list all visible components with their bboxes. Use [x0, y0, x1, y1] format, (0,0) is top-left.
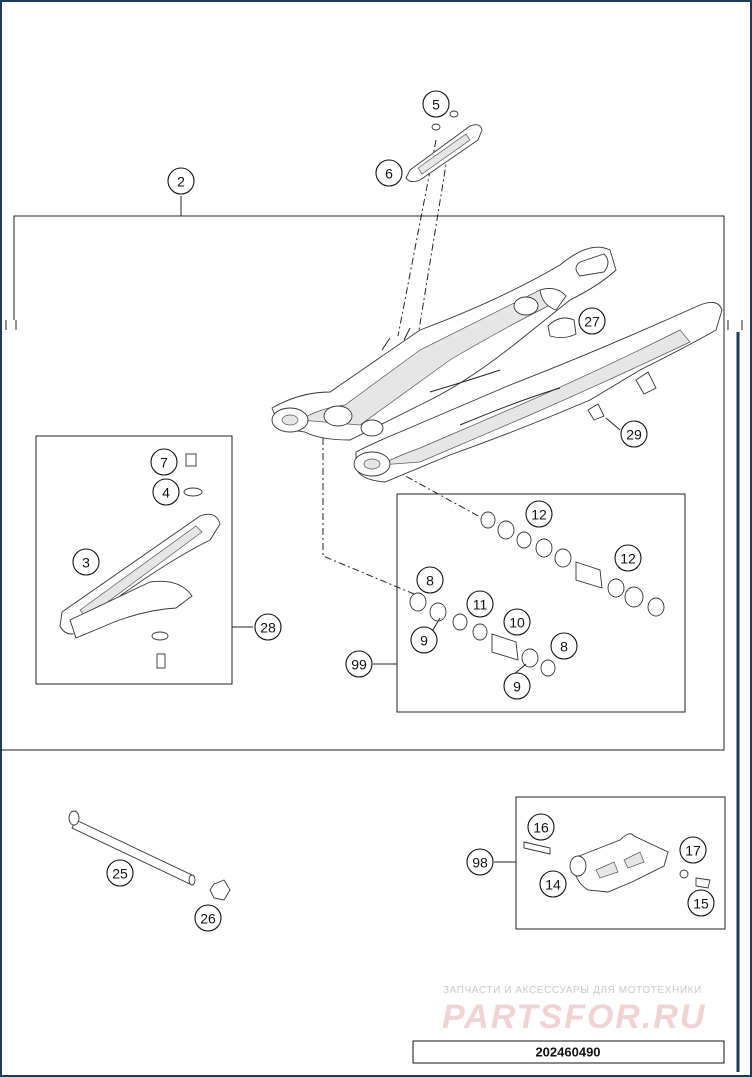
callout-label: 26	[200, 911, 216, 927]
callout-label: 29	[626, 427, 642, 443]
callout-c29: 29	[620, 420, 648, 448]
callout-c2: 2	[167, 167, 195, 195]
callout-c9b: 9	[503, 672, 531, 700]
callout-label: 8	[426, 573, 434, 589]
callout-c98: 98	[466, 848, 494, 876]
watermark-tagline: ЗАПЧАСТИ И АКСЕССУАРЫ ДЛЯ МОТОТЕХНИКИ	[443, 985, 702, 996]
callout-circle	[503, 608, 531, 636]
callout-label: 7	[160, 455, 168, 471]
callout-c26: 26	[194, 904, 222, 932]
callout-c16: 16	[527, 813, 555, 841]
callout-label: 98	[472, 855, 488, 871]
callout-c14: 14	[539, 870, 567, 898]
clamp	[547, 317, 577, 339]
chain-slider	[59, 453, 221, 669]
callout-label: 16	[533, 820, 549, 836]
callout-c5: 5	[422, 90, 450, 118]
callout-circle	[527, 813, 555, 841]
callout-label: 27	[584, 314, 600, 330]
bearing-parts	[409, 511, 665, 677]
callout-c15: 15	[687, 889, 715, 917]
callout-label: 10	[509, 615, 525, 631]
chain-slider-upper	[405, 110, 483, 183]
swingarm-pivot-bolt	[68, 810, 231, 901]
watermark-brand: PARTSFOR.RU	[442, 998, 706, 1036]
bearing-kit-box	[396, 493, 686, 713]
callout-circle	[550, 632, 578, 660]
callout-label: 15	[693, 896, 709, 912]
callout-label: 9	[420, 633, 428, 649]
callout-circle	[466, 848, 494, 876]
callout-label: 11	[473, 597, 488, 613]
chain-guide	[523, 833, 711, 893]
swingarm	[271, 246, 723, 483]
callout-label: 28	[260, 620, 276, 636]
callout-circle	[422, 90, 450, 118]
callout-c25: 25	[106, 859, 134, 887]
callout-label: 14	[545, 877, 561, 893]
callout-circle	[410, 626, 438, 654]
callout-c6: 6	[375, 159, 403, 187]
callout-c11: 11	[466, 590, 494, 618]
callout-circle	[503, 672, 531, 700]
part-number-box	[412, 1040, 725, 1064]
chain-slider-box	[35, 435, 233, 685]
callout-label: 4	[162, 485, 170, 501]
callout-label: 17	[685, 843, 701, 859]
callout-c8a: 8	[416, 566, 444, 594]
callout-circle	[578, 307, 606, 335]
callout-circle	[152, 478, 180, 506]
callout-circle	[194, 904, 222, 932]
callout-c3: 3	[72, 548, 100, 576]
callout-label: 6	[385, 166, 393, 182]
callout-c8b: 8	[550, 632, 578, 660]
callout-circle	[620, 420, 648, 448]
part-number: 202460490	[535, 1045, 600, 1060]
callout-circle	[539, 870, 567, 898]
callout-c27: 27	[578, 307, 606, 335]
callout-circle	[614, 544, 642, 572]
callout-circle	[72, 548, 100, 576]
callout-label: 5	[432, 97, 440, 113]
assembly-line-5b	[417, 139, 451, 337]
callout-c9a: 9	[410, 626, 438, 654]
callout-c12b: 12	[614, 544, 642, 572]
callout-circle	[150, 448, 178, 476]
callout-label: 3	[82, 555, 90, 571]
callout-circle	[167, 167, 195, 195]
callout-c28: 28	[254, 613, 282, 641]
callout-circle	[679, 836, 707, 864]
callout-circle	[416, 566, 444, 594]
callout-label: 8	[560, 639, 568, 655]
callout-circle	[254, 613, 282, 641]
callout-c12a: 12	[525, 500, 553, 528]
callout-c4: 4	[152, 478, 180, 506]
callout-circle	[106, 859, 134, 887]
callout-circle	[687, 889, 715, 917]
callout-label: 9	[513, 679, 521, 695]
chain-guide-box	[515, 796, 726, 930]
callout-label: 25	[112, 866, 128, 882]
swingarm-group-bracket	[0, 215, 725, 751]
callout-circle	[466, 590, 494, 618]
callout-label: 99	[351, 657, 367, 673]
assembly-line-8	[322, 438, 415, 595]
callout-circle	[375, 159, 403, 187]
callout-circle	[345, 650, 373, 678]
callout-circle	[525, 500, 553, 528]
callout-c7: 7	[150, 448, 178, 476]
callout-c17: 17	[679, 836, 707, 864]
callout-label: 2	[177, 174, 185, 190]
callout-c99: 99	[345, 650, 373, 678]
callout-label: 12	[531, 507, 547, 523]
leader-29	[605, 417, 621, 431]
callout-label: 12	[620, 551, 636, 567]
callout-c10: 10	[503, 608, 531, 636]
